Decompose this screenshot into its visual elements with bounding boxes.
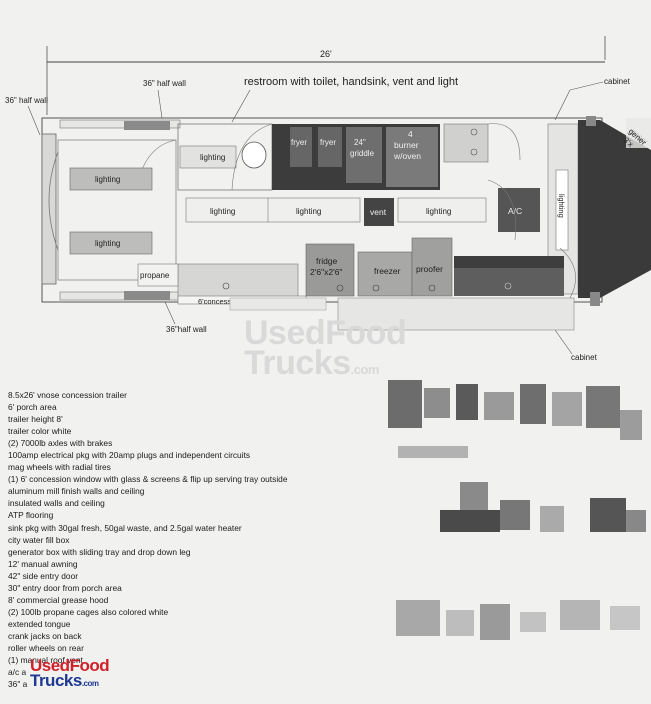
spec-item: 12' manual awning: [8, 558, 78, 569]
spec-item: generator box with sliding tray and drop…: [8, 546, 191, 557]
watermark-logo: UsedFood Trucks.com: [30, 656, 110, 690]
half-wall-left-label: 36" half wall: [5, 96, 48, 105]
porch-light-2: lighting: [95, 239, 120, 248]
spec-item: 100amp electrical pkg with 20amp plugs a…: [8, 450, 251, 461]
spec-item: (2) 7000lb axles with brakes: [8, 438, 113, 449]
spec-item: mag wheels with radial tires: [8, 462, 111, 473]
fryer-2: fryer: [320, 138, 336, 147]
half-wall-bottom-label: 36"half wall: [166, 325, 207, 334]
spec-item: roller wheels on rear: [8, 642, 84, 653]
spec-item: ATP flooring: [8, 510, 54, 521]
toilet-icon: [241, 141, 267, 169]
dimension-label: 26': [320, 49, 332, 59]
side-light: lighting: [557, 194, 566, 218]
spec-item: extended tongue: [8, 618, 71, 629]
half-wall-top-label: 36" half wall: [143, 79, 186, 88]
porch-light-1: lighting: [95, 175, 120, 184]
spec-item: 8.5x26' vnose concession trailer: [8, 390, 127, 400]
redacted-block: [388, 380, 422, 428]
light-strip-c: lighting: [426, 207, 451, 216]
spec-item: insulated walls and ceiling: [8, 498, 105, 509]
spec-item: sink pkg with 30gal fresh, 50gal waste, …: [8, 522, 242, 533]
spec-item: (2) 100lb propane cages also colored whi…: [8, 606, 169, 617]
restroom-label: restroom with toilet, handsink, vent and…: [244, 76, 458, 88]
spec-item: 30" entry door from porch area: [8, 582, 122, 593]
spec-item: trailer color white: [8, 426, 72, 437]
restroom-light: lighting: [200, 153, 225, 162]
propane-label: propane: [140, 271, 170, 280]
cabinet-top-label: cabinet: [604, 77, 631, 86]
spec-item: (1) manual roof vent: [8, 655, 83, 666]
freezer: [357, 251, 413, 297]
generator-box: [578, 120, 651, 298]
spec-item: (1) 6' concession window with glass & sc…: [8, 474, 288, 485]
watermark-large: UsedFood Trucks.com: [244, 314, 407, 382]
spec-item: 36" a: [8, 679, 28, 690]
griddle: 24"griddle: [350, 138, 375, 158]
spec-item: crank jacks on back: [8, 630, 82, 641]
ac-label: A/C: [508, 206, 522, 216]
spec-item: aluminum mill finish walls and ceiling: [8, 486, 145, 497]
spec-item: trailer height 8': [8, 414, 63, 425]
freezer-label: freezer: [374, 266, 401, 276]
cabinet-bottom-label: cabinet: [571, 353, 598, 362]
ac-unit: [498, 188, 540, 232]
spec-item: a/c a: [8, 667, 27, 678]
spec-item: 8' commercial grease hood: [8, 594, 109, 605]
vent-label: vent: [370, 207, 387, 217]
proofer: [411, 237, 453, 297]
vent-icon: [364, 198, 394, 226]
floor-plan: 26' 36" half wall 36" half wall restroom…: [5, 36, 651, 362]
light-strip-a: lighting: [210, 207, 235, 216]
fridge: [305, 243, 355, 297]
spec-item: city water fill box: [8, 534, 70, 545]
spec-item: 6' porch area: [8, 402, 57, 413]
fryer-1: fryer: [291, 138, 307, 147]
spec-item: 42" side entry door: [8, 570, 79, 581]
light-strip-b: lighting: [296, 207, 321, 216]
spec-list: 8.5x26' vnose concession trailer 6' porch…: [8, 389, 388, 690]
proofer-label: proofer: [416, 264, 443, 274]
